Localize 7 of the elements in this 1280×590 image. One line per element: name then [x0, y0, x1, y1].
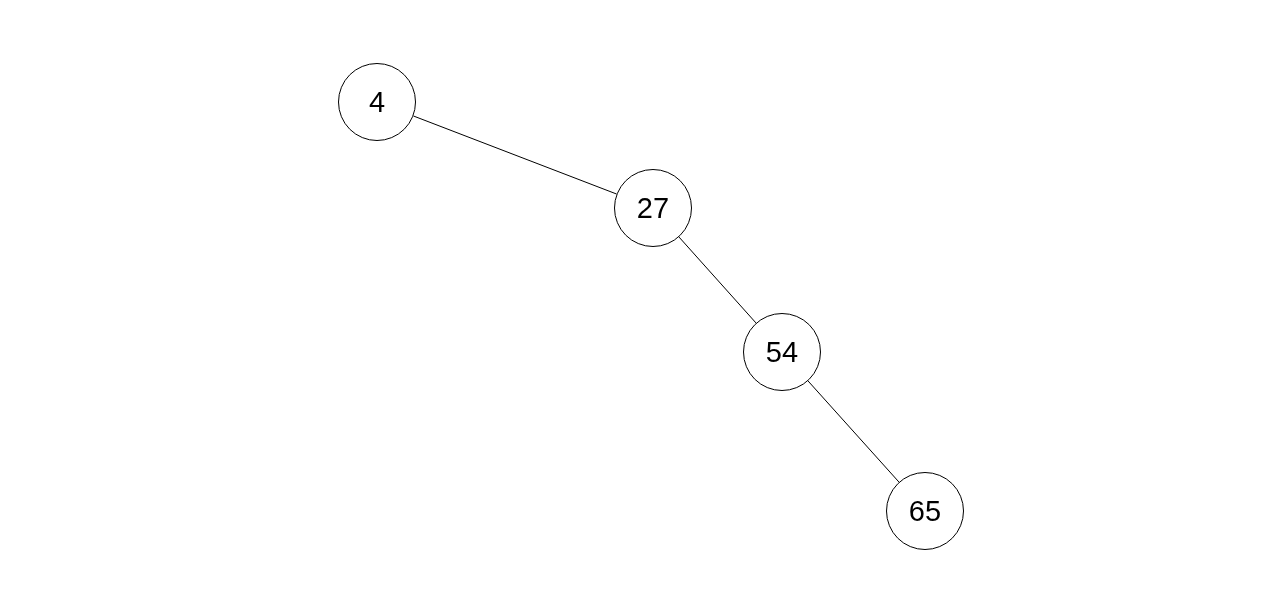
- connector-line: [807, 380, 900, 483]
- connector-line: [678, 236, 757, 324]
- node-value: 65: [908, 494, 942, 528]
- node-value: 54: [765, 335, 799, 369]
- node-value: 4: [368, 85, 386, 119]
- node-value: 27: [636, 191, 670, 225]
- connector-line: [412, 115, 618, 195]
